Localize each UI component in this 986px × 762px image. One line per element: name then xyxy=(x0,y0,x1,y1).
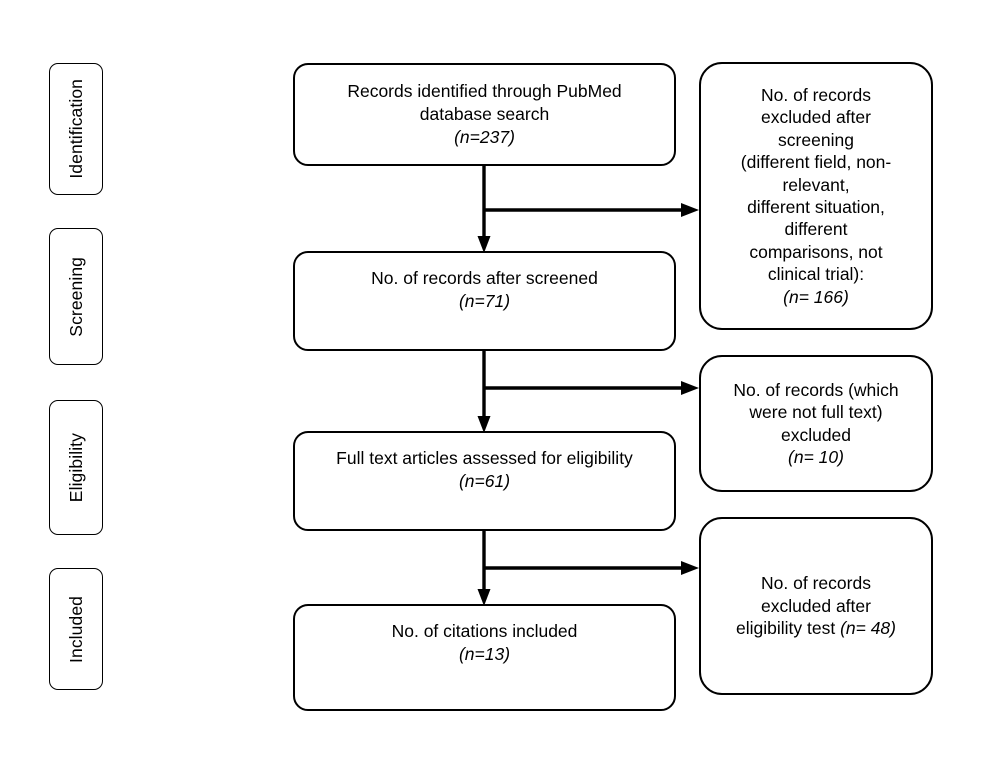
flow-box-citations-included-text: No. of citations included xyxy=(391,621,578,641)
side-box-excluded-after-screening: No. of records excluded after screening … xyxy=(699,62,933,330)
side-box-excluded-after-screening-text: No. of records excluded after screening … xyxy=(740,85,892,285)
stage-label-included: Included xyxy=(65,595,86,663)
side-box-excluded-after-eligibility-line1: No. of records xyxy=(761,573,871,594)
side-box-excluded-after-eligibility-count: (n= 48) xyxy=(840,618,896,639)
stage-box-identification: Identification xyxy=(49,63,103,195)
side-box-excluded-not-full-text-text: No. of records (which were not full text… xyxy=(733,379,899,445)
stage-label-identification: Identification xyxy=(65,79,86,179)
side-box-excluded-after-eligibility-line3-prefix: eligibility test xyxy=(735,618,841,639)
flow-box-full-text-assessed-text: Full text articles assessed for eligibil… xyxy=(336,448,633,468)
stage-label-screening: Screening xyxy=(65,256,86,337)
flow-box-records-identified-text: Records identified through PubMed databa… xyxy=(347,81,622,124)
side-box-excluded-after-eligibility: No. of records excluded after eligibilit… xyxy=(699,517,933,695)
flow-box-citations-included-count: (n=13) xyxy=(458,643,511,664)
stage-label-eligibility: Eligibility xyxy=(65,432,86,503)
stage-box-eligibility: Eligibility xyxy=(49,400,103,535)
side-box-excluded-not-full-text: No. of records (which were not full text… xyxy=(699,355,933,492)
flow-box-records-identified-count: (n=237) xyxy=(454,126,515,147)
stage-box-screening: Screening xyxy=(49,228,103,365)
side-box-excluded-after-screening-count: (n= 166) xyxy=(783,286,849,307)
flow-box-records-after-screened: No. of records after screened (n=71) xyxy=(293,251,676,351)
stage-box-included: Included xyxy=(49,568,103,690)
flow-box-full-text-assessed: Full text articles assessed for eligibil… xyxy=(293,431,676,531)
side-box-excluded-not-full-text-count: (n= 10) xyxy=(788,446,844,467)
side-box-excluded-after-eligibility-line3: eligibility test (n= 48) xyxy=(728,617,904,639)
flow-box-citations-included: No. of citations included (n=13) xyxy=(293,604,676,711)
side-box-excluded-after-eligibility-line2: excluded after xyxy=(761,595,871,616)
flow-box-records-identified: Records identified through PubMed databa… xyxy=(293,63,676,166)
flow-box-records-after-screened-count: (n=71) xyxy=(458,290,511,311)
flow-box-full-text-assessed-count: (n=61) xyxy=(458,470,511,491)
flow-box-records-after-screened-text: No. of records after screened xyxy=(371,268,598,288)
